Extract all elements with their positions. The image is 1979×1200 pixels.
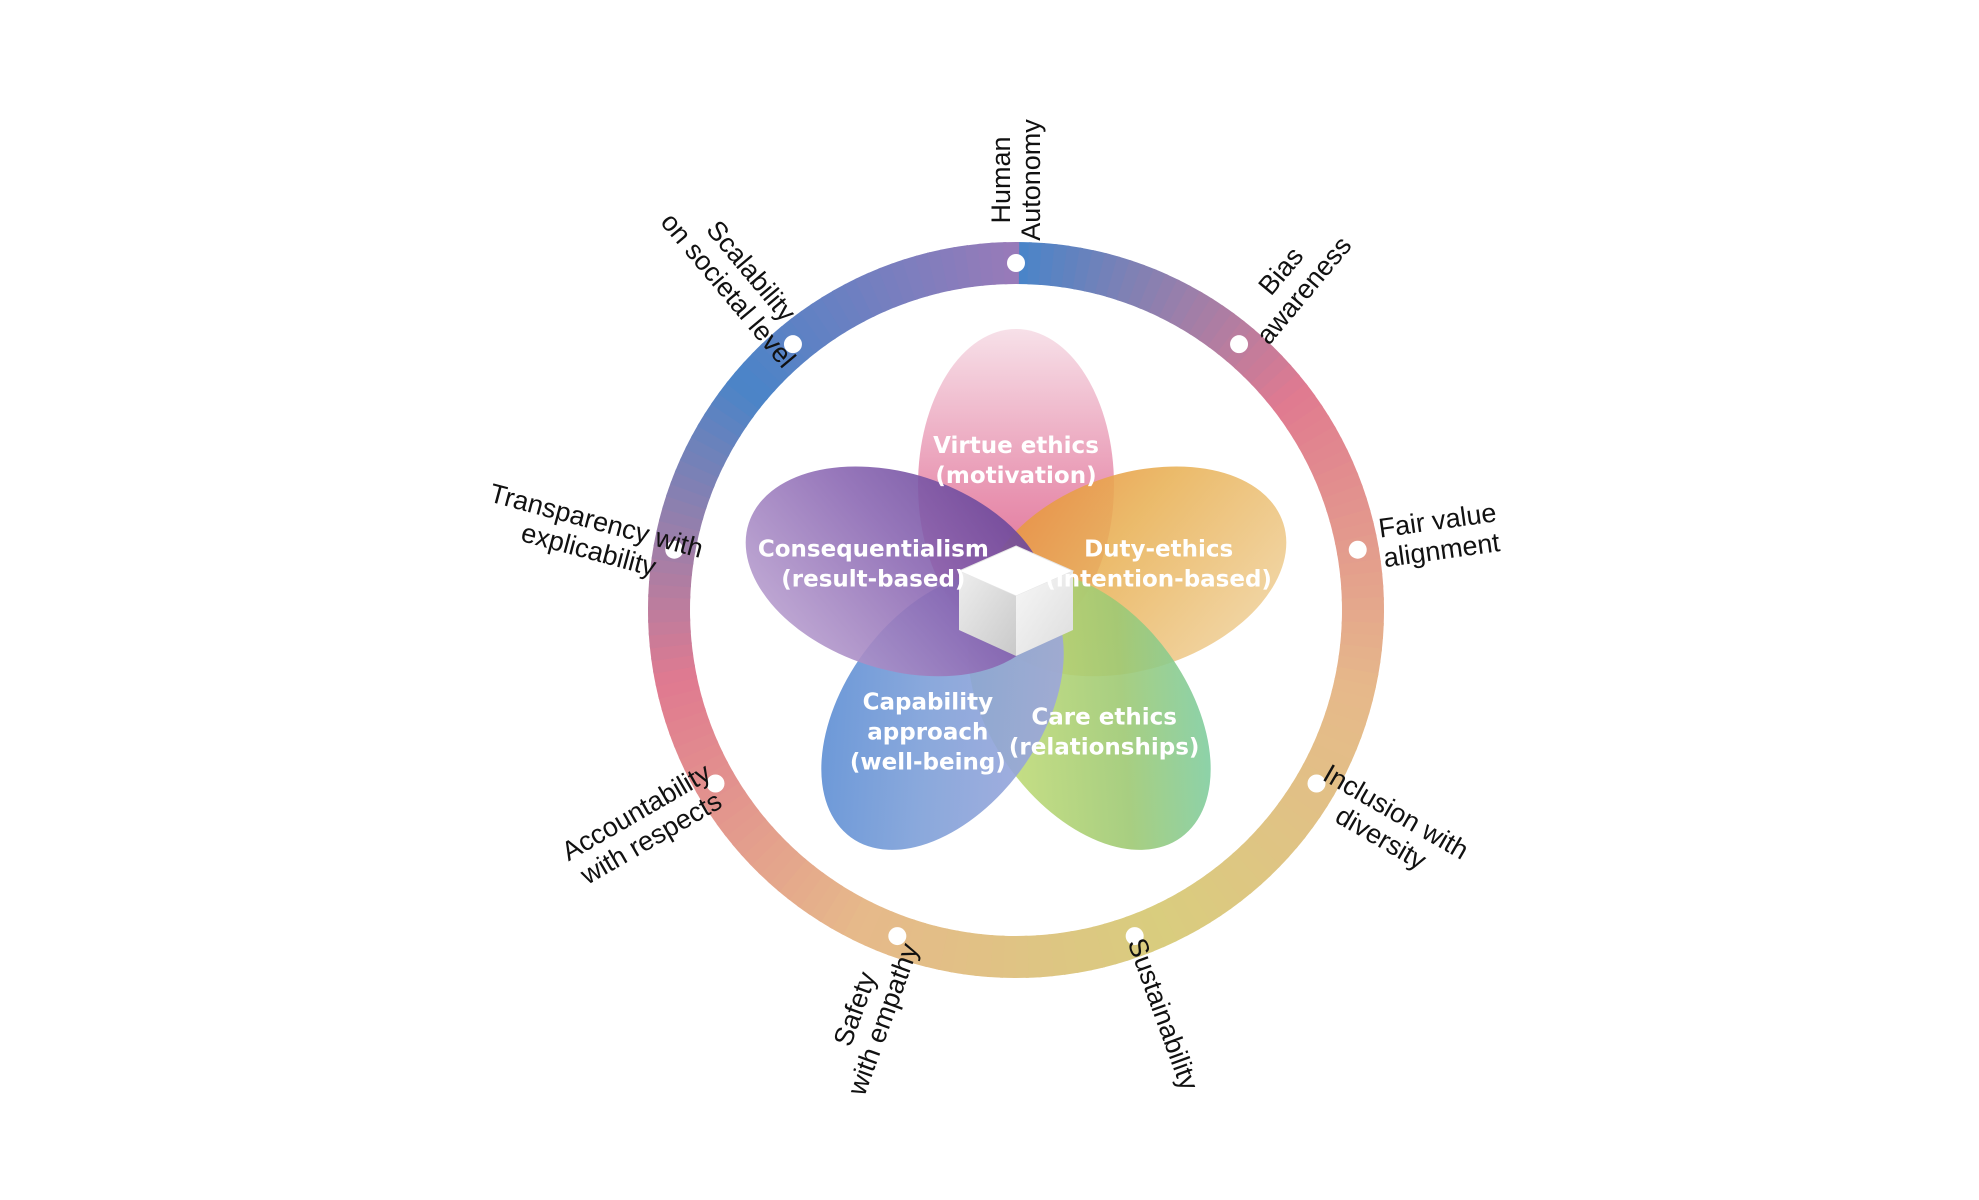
petal-label-line: (motivation) — [935, 463, 1096, 489]
petal-label-line: Virtue ethics — [933, 433, 1099, 459]
ring-label-line: Sustainability — [1122, 934, 1205, 1094]
ring-label-sustainability: Sustainability — [1122, 934, 1205, 1094]
ring-marker-dot — [1348, 540, 1367, 559]
ring-marker-dot — [888, 927, 907, 946]
petal-label-line: (intention-based) — [1045, 567, 1272, 593]
ring-label-line: Autonomy — [1016, 119, 1046, 241]
petal-label-line: Duty-ethics — [1084, 537, 1233, 563]
petal-label-line: approach — [867, 719, 988, 745]
ring-marker-dot — [1230, 335, 1249, 354]
ring-marker-dot — [783, 335, 802, 354]
ring-marker-dot — [665, 540, 684, 559]
petal-label-virtue-ethics: Virtue ethics (motivation) — [933, 433, 1099, 489]
ring-marker-dot — [1125, 927, 1144, 946]
ring-label-line: Human — [986, 136, 1016, 223]
ring-marker-dot — [1007, 254, 1025, 272]
petal-label-care-ethics: Care ethics (relationships) — [1009, 704, 1200, 760]
ring-marker-dot — [1307, 774, 1326, 793]
petal-label-line: Care ethics — [1031, 704, 1177, 730]
ring-marker-dot — [706, 774, 725, 793]
petal-label-line: (result-based) — [781, 567, 965, 593]
petal-labels: Virtue ethics (motivation) Duty-ethics (int… — [758, 433, 1272, 775]
ring-markers — [665, 254, 1367, 946]
petal-label-line: Capability — [863, 689, 994, 715]
petal-label-consequentialism: Consequentialism (result-based) — [758, 537, 989, 593]
petal-label-line: (well-being) — [850, 749, 1006, 775]
petal-label-line: (relationships) — [1009, 734, 1200, 760]
petal-label-line: Consequentialism — [758, 537, 989, 563]
petal-label-capability-approach: Capability approach (well-being) — [850, 689, 1006, 775]
petal-label-duty-ethics: Duty-ethics (intention-based) — [1045, 537, 1272, 593]
cube-icon — [957, 545, 1075, 656]
